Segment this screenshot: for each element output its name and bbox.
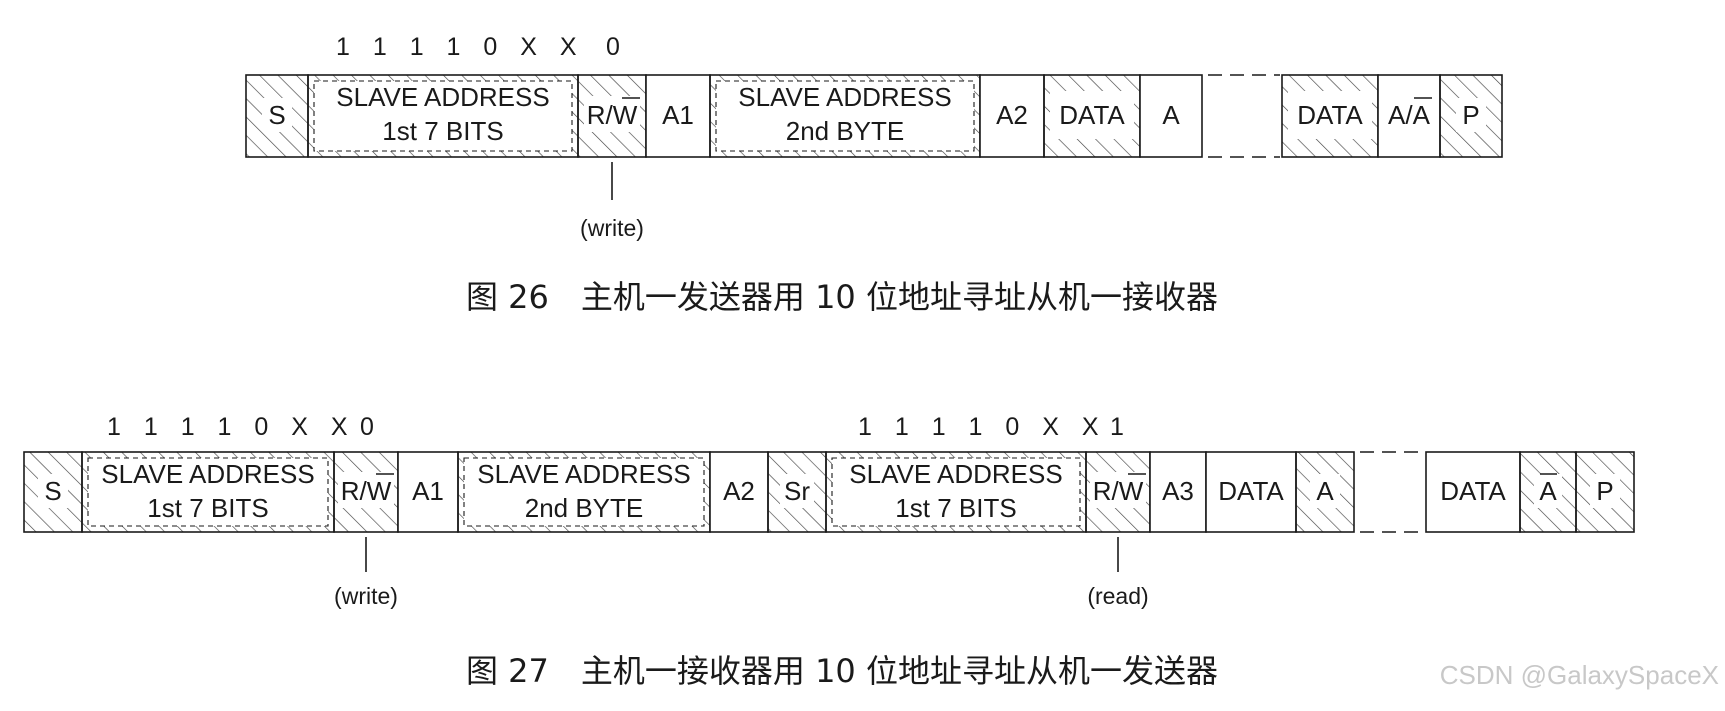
figure-27-caption: 图 27 主机一接收器用 10 位地址寻址从机一发送器: [466, 652, 1218, 690]
fig26-a2-label: A2: [996, 100, 1028, 130]
fig26-slave-address-line1: SLAVE ADDRESS: [336, 82, 549, 112]
fig27-sr-label: Sr: [784, 476, 810, 506]
fig27-a1-cell: [397, 451, 459, 533]
fig27-rw2-label: R/W: [1093, 476, 1144, 506]
fig26-rw-label: R/W: [587, 100, 638, 130]
fig27-data2-cell: [1425, 451, 1521, 533]
fig27-write-note: (write): [334, 583, 398, 609]
fig27-rw-write-bit-label: 0: [360, 413, 382, 441]
fig27-slave-address-3rd-line2: 1st 7 BITS: [895, 493, 1016, 523]
figure-26: 1 1 1 1 0 X X 0: [245, 33, 1503, 241]
fig27-data-cell: [1205, 451, 1297, 533]
fig26-s-label: S: [268, 100, 285, 130]
fig26-slave-address-2nd-line2: 2nd BYTE: [786, 116, 905, 146]
fig27-a1-label: A1: [412, 476, 444, 506]
fig27-slave-address-2nd-line2: 2nd BYTE: [525, 493, 644, 523]
fig27-abar-label: A: [1539, 476, 1557, 506]
fig27-s-label: S: [44, 476, 61, 506]
fig27-a2-label: A2: [723, 476, 755, 506]
fig26-a2-cell: [979, 74, 1045, 158]
figure-26-caption: 图 26 主机一发送器用 10 位地址寻址从机一接收器: [466, 278, 1218, 316]
fig26-p-label: P: [1462, 100, 1479, 130]
fig27-slave-address-line2: 1st 7 BITS: [147, 493, 268, 523]
fig27-a-label: A: [1316, 476, 1334, 506]
fig26-write-note: (write): [580, 215, 644, 241]
fig26-a-abar-label: A/A: [1388, 100, 1431, 130]
fig26-slave-address-2nd-line1: SLAVE ADDRESS: [738, 82, 951, 112]
fig27-read-note: (read): [1087, 583, 1148, 609]
fig26-bits-label: 1 1 1 1 0 X X: [336, 33, 585, 61]
fig27-a3-label: A3: [1162, 476, 1194, 506]
fig27-a3-cell: [1149, 451, 1207, 533]
fig26-a-cell: [1139, 74, 1203, 158]
fig26-data2-label: DATA: [1297, 100, 1363, 130]
fig27-slave-address-3rd-line1: SLAVE ADDRESS: [849, 459, 1062, 489]
fig27-bits-second-label: 1 1 1 1 0 X X: [858, 413, 1107, 441]
fig27-rw-read-bit-label: 1: [1110, 413, 1132, 441]
fig26-a-abar-cell: [1377, 74, 1441, 158]
figure-27: 1 1 1 1 0 X X 0 1 1 1 1 0 X X 1: [23, 413, 1635, 609]
fig26-a-label: A: [1162, 100, 1180, 130]
fig27-slave-address-line1: SLAVE ADDRESS: [101, 459, 314, 489]
fig27-data-label: DATA: [1218, 476, 1284, 506]
watermark: CSDN @GalaxySpaceX: [1439, 660, 1719, 690]
fig27-data2-label: DATA: [1440, 476, 1506, 506]
fig26-a1-label: A1: [662, 100, 694, 130]
fig26-a1-cell: [645, 74, 711, 158]
fig27-a2-cell: [709, 451, 769, 533]
fig27-rw1-label: R/W: [341, 476, 392, 506]
fig26-rw-bit-label: 0: [606, 33, 628, 61]
fig26-slave-address-line2: 1st 7 BITS: [382, 116, 503, 146]
fig27-frame: [23, 451, 1635, 533]
fig26-frame: [245, 74, 1503, 158]
fig27-p-label: P: [1596, 476, 1613, 506]
fig27-slave-address-2nd-line1: SLAVE ADDRESS: [477, 459, 690, 489]
fig26-data-label: DATA: [1059, 100, 1125, 130]
fig27-bits-label: 1 1 1 1 0 X X: [107, 413, 356, 441]
